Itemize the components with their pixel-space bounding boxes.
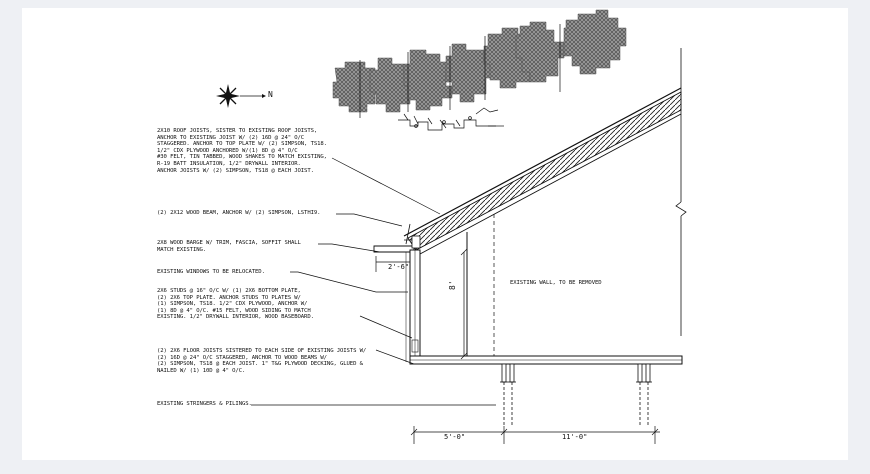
key-plan-block (332, 61, 382, 113)
note-line: 2X6 STUDS @ 16" O/C W/ (1) 2X6 BOTTOM PL… (157, 288, 301, 294)
roof-hatch (407, 91, 682, 251)
note-line: (1) 8D @ 4" O/C. #15 FELT, WOOD SIDING T… (157, 307, 311, 314)
north-arrow-letter: N (268, 90, 273, 99)
note-line: EXISTING WINDOWS TO BE RELOCATED. (157, 269, 265, 275)
dimension-bay-left: 5'-0" (444, 433, 466, 441)
pilings (500, 363, 652, 426)
note-roof-joists: 2X10 ROOF JOISTS, SISTER TO EXISTING ROO… (157, 128, 327, 174)
note-line: (2) SIMPSON, TS18 @ EACH JOIST. 1" T&G P… (157, 361, 363, 368)
floor-assembly (409, 355, 683, 365)
note-line: EXISTING STRINGERS & PILINGS. (157, 401, 252, 407)
note-line: (2) 2X6 FLOOR JOISTS SISTERED TO EACH SI… (157, 348, 367, 354)
key-plan (332, 9, 627, 113)
key-plan-block (403, 49, 453, 111)
roof-assembly (373, 87, 682, 255)
note-existing-wall: EXISTING WALL, TO BE REMOVED (510, 280, 602, 287)
leader-lines (251, 157, 496, 406)
note-line: R-19 BATT INSULATION, 1/2" DRYWALL INTER… (157, 160, 301, 167)
dimension-overhang: 2'-6" (388, 263, 410, 271)
note-floor-joists: (2) 2X6 FLOOR JOISTS SISTERED TO EACH SI… (157, 348, 366, 374)
note-studs: 2X6 STUDS @ 16" O/C W/ (1) 2X6 BOTTOM PL… (157, 288, 314, 321)
note-line: #30 FELT, TIN TABBED, WOOD SHAKES TO MAT… (157, 154, 327, 161)
dimension-bay-right: 11'-0" (562, 433, 588, 441)
key-plan-block (369, 57, 411, 113)
note-line: 1/2" CDX PLYWOOD ANCHORED W/(1) 8D @ 4" … (157, 147, 298, 154)
key-plan-linework (359, 24, 561, 131)
existing-building-edge (675, 48, 687, 336)
note-line: 2X8 WOOD BARGE W/ TRIM, FASCIA, SOFFIT S… (157, 240, 301, 246)
key-plan-block (563, 9, 627, 75)
dimension-wall-height: 8' (448, 280, 457, 290)
note-line: EXISTING WALL, TO BE REMOVED (510, 280, 602, 286)
note-line: (2) 16D @ 24" O/C STAGGERED, ANCHOR TO W… (157, 354, 327, 361)
note-line: MATCH EXISTING. (157, 246, 207, 253)
note-windows: EXISTING WINDOWS TO BE RELOCATED. (157, 269, 265, 276)
note-line: STAGGERED. ANCHOR TO TOP PLATE W/ (2) SI… (157, 141, 327, 148)
note-wood-beam: (2) 2X12 WOOD BEAM, ANCHOR W/ (2) SIMPSO… (157, 210, 320, 217)
note-line: NAILED W/ (1) 10D @ 4" O/C. (157, 367, 246, 374)
key-plan-block (515, 21, 565, 83)
north-arrow-icon (216, 84, 266, 108)
wall-section (405, 214, 495, 362)
note-line: ANCHOR TO EXISTING JOIST W/ (2) 16D @ 24… (157, 134, 305, 141)
note-stringers: EXISTING STRINGERS & PILINGS. (157, 401, 252, 408)
note-barge: 2X8 WOOD BARGE W/ TRIM, FASCIA, SOFFIT S… (157, 240, 301, 253)
note-line: 2X10 ROOF JOISTS, SISTER TO EXISTING ROO… (157, 128, 318, 134)
note-line: EXISTING. 1/2" DRYWALL INTERIOR, WOOD BA… (157, 314, 314, 321)
barge-fascia (373, 245, 415, 253)
note-line: (2) 2X12 WOOD BEAM, ANCHOR W/ (2) SIMPSO… (157, 210, 321, 216)
note-line: (2) 2X6 TOP PLATE. ANCHOR STUDS TO PLATE… (157, 294, 301, 301)
dimension-lines (375, 248, 660, 444)
note-line: ANCHOR JOISTS W/ (2) SIMPSON, TS18 @ EAC… (157, 167, 314, 174)
note-line: (1) SIMPSON, TS18. 1/2" CDX PLYWOOD, ANC… (157, 301, 308, 308)
